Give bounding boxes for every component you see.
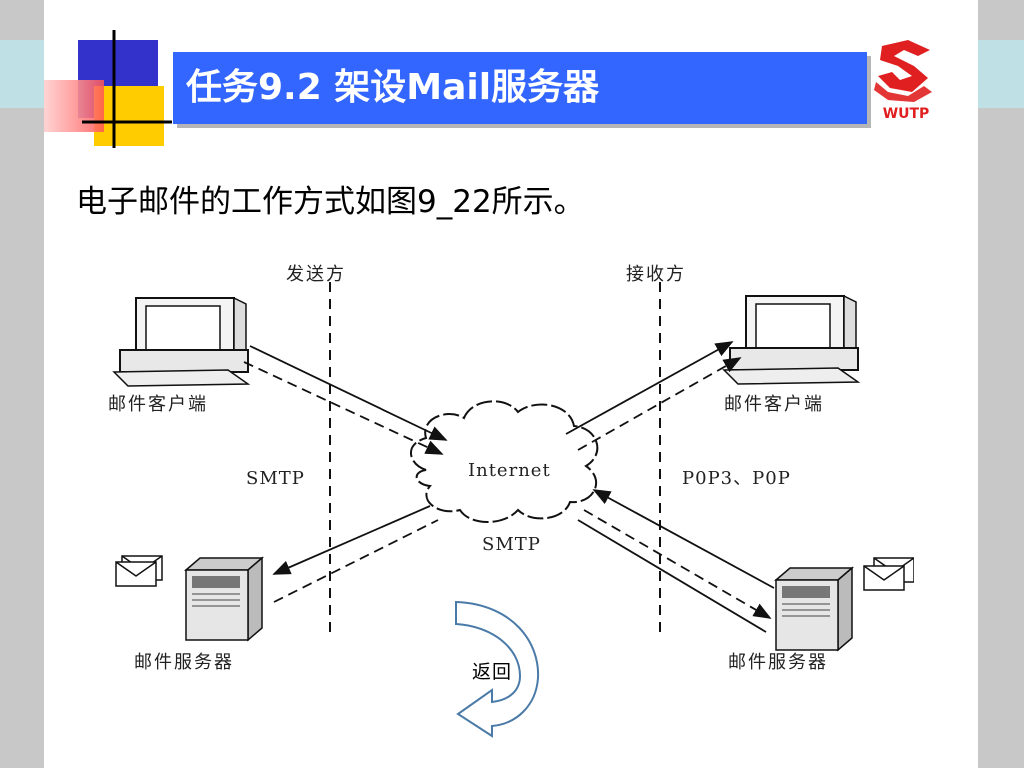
left-server-icon (183, 556, 265, 642)
body-text: 电子邮件的工作方式如图9_22所示。 (76, 184, 585, 220)
pop3-label: P0P3、P0P (682, 468, 791, 489)
left-envelope-icon (115, 555, 163, 587)
right-server-icon (773, 566, 855, 652)
title-bar (173, 52, 867, 124)
right-side-band (978, 40, 1024, 108)
wutp-logo: WUTP (874, 40, 932, 122)
email-workflow-diagram: 发送方 接收方 邮件客户端 邮件客户端 邮件服务器 邮件服务器 Internet… (108, 258, 914, 673)
smtp-left-label: SMTP (246, 468, 305, 489)
decorative-squares (44, 30, 172, 148)
right-server-label: 邮件服务器 (728, 652, 828, 673)
smtp-bottom-label: SMTP (482, 534, 541, 555)
receiver-label: 接收方 (626, 264, 686, 285)
sender-label: 发送方 (286, 264, 346, 285)
return-label[interactable]: 返回 (472, 661, 513, 683)
left-side-band (0, 40, 44, 108)
slide-title: 任务9.2 架设Mail服务器 (186, 67, 600, 108)
left-server-label: 邮件服务器 (134, 652, 234, 673)
logo-text: WUTP (883, 106, 930, 122)
right-client-computer-icon (722, 294, 861, 385)
return-arrow-button[interactable] (452, 598, 546, 738)
left-client-computer-icon (112, 296, 251, 387)
left-client-label: 邮件客户端 (108, 394, 208, 415)
right-client-label: 邮件客户端 (724, 394, 824, 415)
internet-label: Internet (468, 460, 551, 481)
right-envelope-icon (863, 557, 914, 591)
internet-cloud-icon (410, 400, 599, 523)
